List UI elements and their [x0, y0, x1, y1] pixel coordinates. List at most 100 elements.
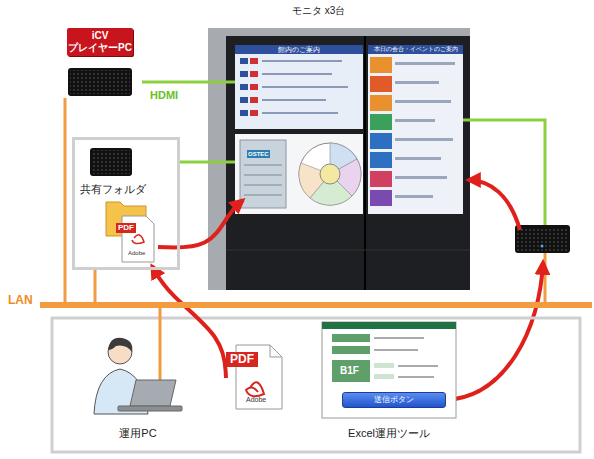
pc-vent [517, 227, 568, 251]
lan-cable [94, 270, 97, 302]
icon-label: PDF [116, 223, 136, 233]
hdmi-cable [142, 81, 235, 84]
person-hair [108, 338, 132, 352]
row-mark [370, 114, 392, 130]
lan-cable [159, 308, 162, 328]
display-screen: 館内のご案内 [235, 45, 363, 129]
sign-text: OSTEC [247, 150, 270, 158]
icon-label: B1F [340, 365, 359, 377]
row-line [262, 86, 348, 88]
laptop-base [118, 406, 182, 411]
pc-vent [92, 150, 130, 174]
box-label: 共有フォルダ [77, 182, 149, 197]
row-mark [370, 76, 392, 92]
operator-pc: 運用PC [86, 328, 190, 444]
stand-divider [226, 250, 470, 251]
row-line [262, 60, 342, 62]
icon-label: PDF [226, 352, 258, 367]
excel-text-line [374, 337, 424, 339]
row-line [395, 62, 455, 65]
row-mark [250, 110, 258, 116]
flow-arrow [445, 262, 543, 400]
row-mark [240, 71, 248, 77]
send-button: 送信ボタン [342, 392, 446, 408]
lan-cable [64, 98, 67, 302]
mini-pc [90, 148, 132, 176]
player-pc: iCV プレイヤーPC [58, 26, 142, 98]
screen-rows [240, 58, 348, 116]
excel-cell [332, 334, 370, 342]
display-screen: OSTEC [235, 134, 363, 214]
screen-header: 館内のご案内 [235, 45, 363, 54]
row-line [262, 73, 332, 75]
lan-band: LAN [40, 302, 592, 308]
row-line [395, 138, 453, 141]
hdmi-cable [463, 120, 545, 225]
flow-arrow [468, 180, 520, 230]
row-line [262, 99, 326, 101]
page-fold [270, 345, 282, 357]
building-window [244, 185, 282, 186]
device-tag: iCV プレイヤーPC [67, 28, 133, 56]
pie-chart [299, 143, 361, 205]
building-window [244, 175, 282, 176]
row-mark [250, 84, 258, 90]
hdmi-cable [180, 161, 235, 164]
excel-text-line [398, 365, 438, 367]
pie-center [320, 164, 340, 184]
screen-fill [235, 134, 363, 214]
adobe-symbol [132, 235, 144, 244]
excel-titlebar [322, 322, 456, 329]
event-rows [370, 57, 455, 206]
screen-fill [368, 45, 463, 214]
excel-cell [332, 346, 370, 354]
stand-divider [364, 36, 366, 290]
power-led [541, 245, 544, 248]
row-mark [370, 190, 392, 206]
row-mark [370, 95, 392, 111]
row-mark [240, 97, 248, 103]
row-line [395, 195, 433, 198]
row-line [395, 100, 451, 103]
icon-label: Adobe [128, 250, 145, 257]
excel-tool: Excel運用ツール 送信ボタン [320, 322, 458, 444]
edge-label: HDMI [150, 89, 178, 101]
tool-label: Excel運用ツール [320, 426, 458, 441]
row-mark [370, 133, 392, 149]
lan-cable [544, 253, 547, 302]
photo-background [208, 28, 470, 290]
excel-cell [374, 363, 394, 368]
lan-cable [159, 328, 162, 382]
row-mark [370, 171, 392, 187]
device-label: 運用PC [86, 426, 190, 441]
building-image [240, 140, 286, 208]
building-window [244, 165, 282, 166]
operation-area [52, 318, 580, 452]
row-mark [240, 84, 248, 90]
monitor-stand [226, 36, 470, 290]
row-line [262, 112, 338, 114]
shared-folder-box: 共有フォルダ [72, 137, 180, 270]
row-mark [240, 58, 248, 64]
pc-vent [70, 70, 130, 94]
row-line [395, 176, 447, 179]
laptop-screen [130, 380, 176, 406]
monitor-wall: モニタ x3台館内のご案内OSTEC本日の会合・イベントのご案内 [208, 28, 470, 290]
mini-pc [68, 68, 132, 96]
row-line [395, 119, 435, 122]
display-screen: 本日の会合・イベントのご案内 [368, 45, 463, 214]
screen-header: 本日の会合・イベントのご案内 [368, 45, 463, 54]
row-mark [250, 97, 258, 103]
row-line [395, 157, 441, 160]
adobe-symbol [246, 382, 264, 396]
row-mark [370, 57, 392, 73]
excel-text-line [398, 376, 434, 378]
row-mark [250, 58, 258, 64]
mini-pc [515, 225, 570, 253]
group-heading: モニタ x3台 [292, 4, 402, 18]
row-mark [250, 71, 258, 77]
